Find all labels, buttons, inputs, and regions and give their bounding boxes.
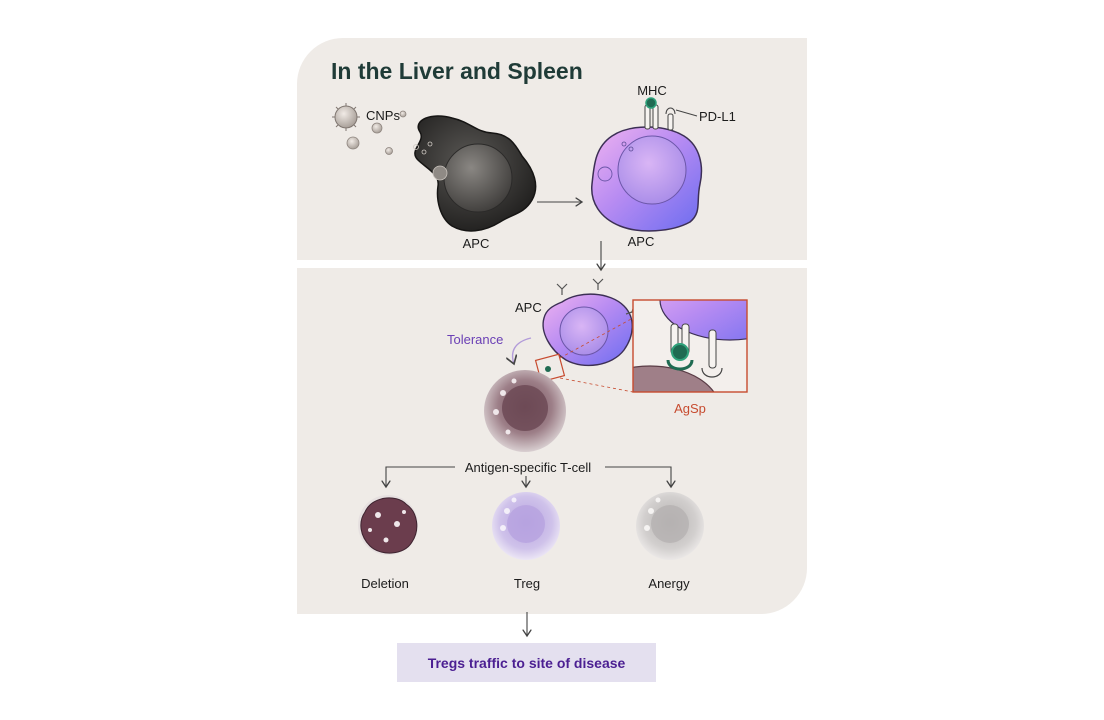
deletion-label: Deletion [361, 576, 409, 591]
apc-interaction-cell [543, 279, 638, 365]
tregs-traffic-callout: Tregs traffic to site of disease [397, 643, 656, 682]
anergy-cell [636, 492, 704, 560]
mhc-label: MHC [637, 83, 667, 98]
panel-title: In the Liver and Spleen [331, 58, 583, 85]
synapse-mhc-dot [545, 366, 551, 372]
deletion-cell [358, 495, 418, 555]
pdl1-receptor [666, 108, 697, 130]
treg-cell [492, 492, 560, 560]
apc-uptake-label: APC [463, 236, 490, 251]
antigen-specific-tcell [484, 370, 566, 452]
callout-text: Tregs traffic to site of disease [428, 655, 626, 671]
tolerance-label: Tolerance [447, 332, 503, 347]
apc-uptake-cell [414, 116, 536, 231]
treg-label: Treg [514, 576, 540, 591]
zoom-leader-line-bottom [560, 378, 633, 392]
tolerance-arrow [513, 338, 531, 364]
agsp-label: AgSp [674, 401, 706, 416]
mhc-receptor [645, 98, 658, 129]
apc-presenting-cell [592, 127, 702, 231]
apc-presenting-label: APC [628, 234, 655, 249]
cnps-label: CNPs [366, 108, 400, 123]
anergy-label: Anergy [648, 576, 689, 591]
tcell-label: Antigen-specific T-cell [465, 460, 591, 475]
pdl1-label: PD-L1 [699, 109, 736, 124]
apc-interaction-label: APC [515, 300, 542, 315]
